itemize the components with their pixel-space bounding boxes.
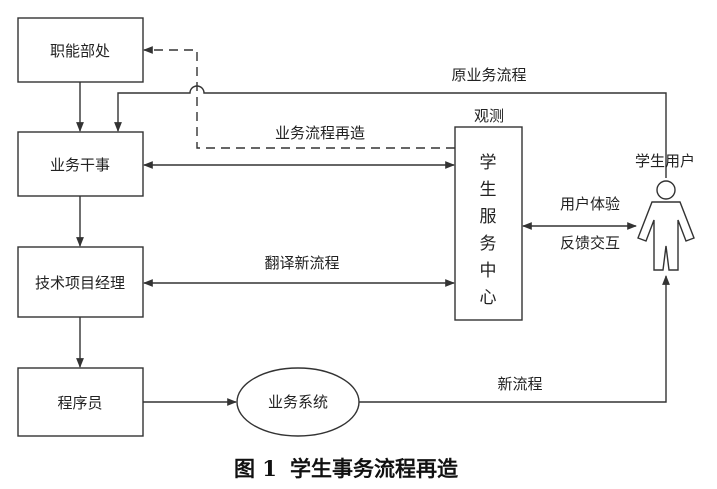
label-feedback: 反馈交互 xyxy=(560,234,620,252)
label-reengineering: 业务流程再造 xyxy=(275,124,365,142)
node-business-system: 业务系统 xyxy=(236,367,360,437)
node-tech-pm: 技术项目经理 xyxy=(17,246,144,318)
node-programmer: 程序员 xyxy=(17,367,144,437)
student-user-icon xyxy=(637,180,695,271)
arrow-original-process xyxy=(114,85,667,178)
label-user-experience: 用户体验 xyxy=(560,195,620,213)
label-student-user: 学生用户 xyxy=(635,152,695,170)
figure-caption-title: 学生事务流程再造 xyxy=(290,456,459,481)
svg-text:中: 中 xyxy=(480,261,497,281)
svg-text:技术项目经理: 技术项目经理 xyxy=(35,274,125,292)
svg-text:业务系统: 业务系统 xyxy=(268,393,328,411)
label-observe: 观测 xyxy=(474,107,504,125)
svg-text:学: 学 xyxy=(480,153,497,173)
node-service-center: 学 生 服 务 中 心 xyxy=(454,126,523,321)
label-new-process: 新流程 xyxy=(497,375,542,393)
node-business-clerk: 业务干事 xyxy=(17,131,144,197)
svg-text:职能部处: 职能部处 xyxy=(50,42,110,60)
svg-text:程序员: 程序员 xyxy=(57,394,102,412)
arrow-new-process xyxy=(359,275,670,403)
arrow-reengineering xyxy=(143,46,455,149)
svg-text:生: 生 xyxy=(480,180,497,200)
svg-text:务: 务 xyxy=(480,234,497,254)
svg-text:业务干事: 业务干事 xyxy=(50,156,110,174)
label-original-process: 原业务流程 xyxy=(451,66,526,84)
svg-text:服: 服 xyxy=(480,207,497,227)
node-functional-dept: 职能部处 xyxy=(17,17,144,83)
svg-text:心: 心 xyxy=(480,288,497,308)
figure-caption-number: 图 1 xyxy=(234,456,277,481)
label-translate: 翻译新流程 xyxy=(264,254,339,272)
